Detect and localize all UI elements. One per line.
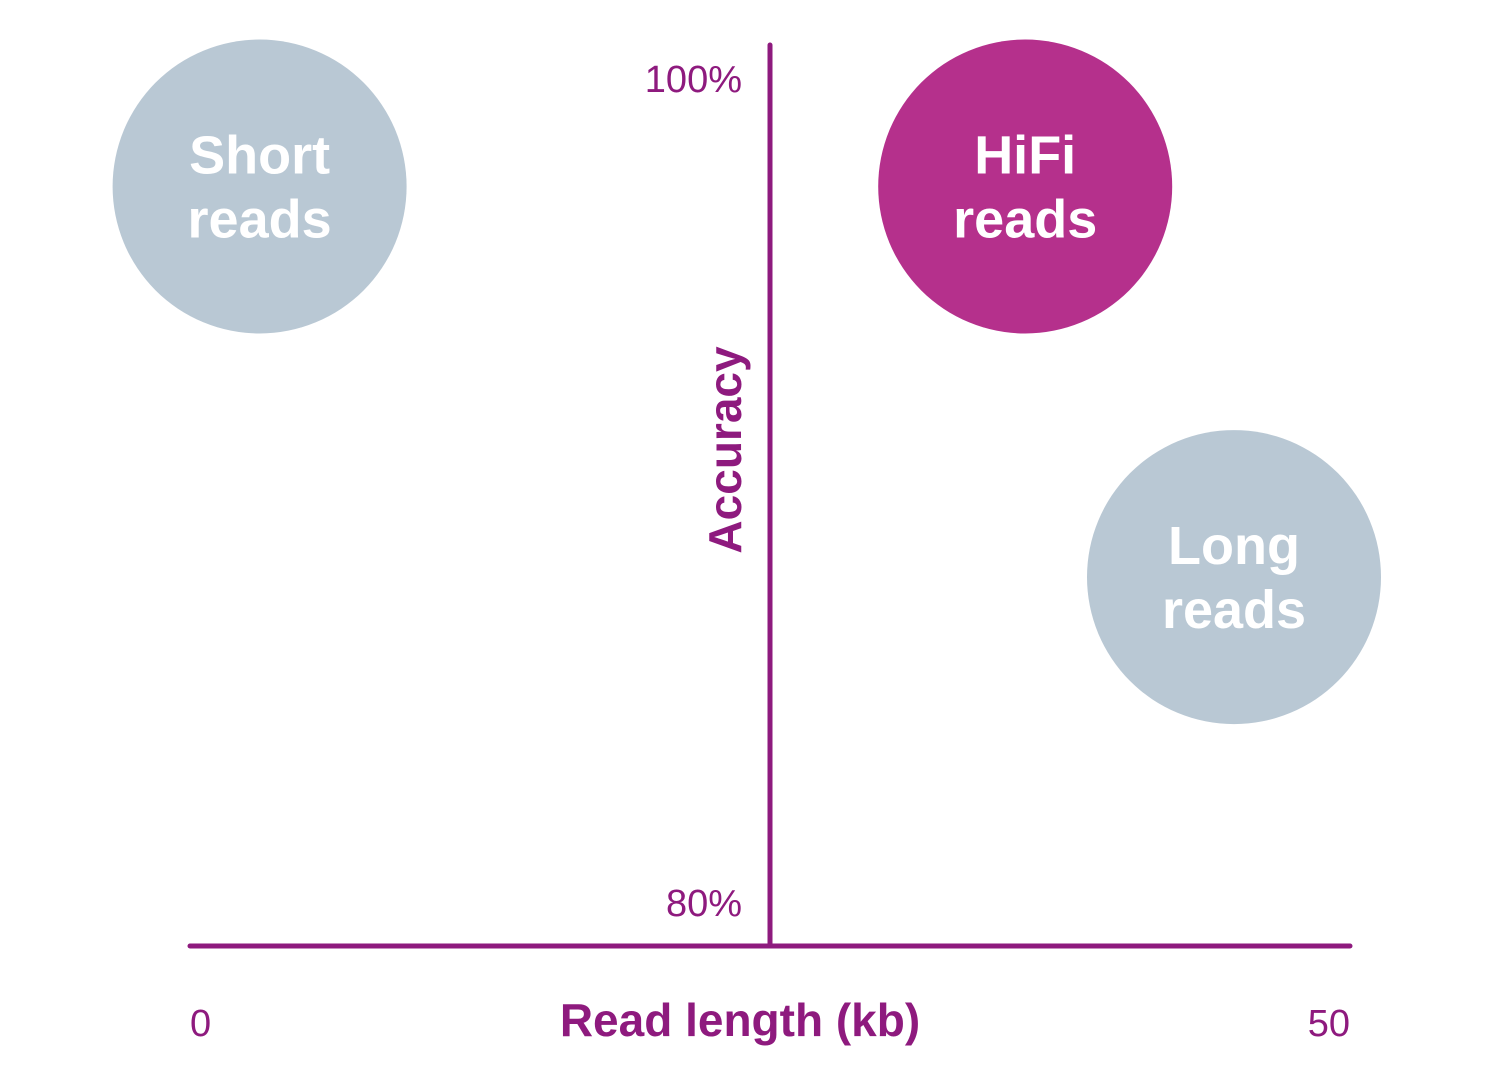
bubble-long-reads — [1087, 430, 1381, 725]
bubble-hifi-reads — [878, 39, 1173, 334]
x-tick-label-left: 0 — [190, 1003, 211, 1045]
bubble-short-reads — [112, 39, 407, 334]
y-tick-label-top: 100% — [645, 59, 742, 101]
bubble-label-hifi-reads-line-2: reads — [953, 190, 1097, 250]
x-tick-label-right: 50 — [1308, 1003, 1350, 1045]
bubble-label-short-reads-line-2: reads — [188, 190, 332, 250]
y-axis-title: Accuracy — [699, 346, 751, 554]
bubble-label-short-reads-line-1: Short — [189, 126, 330, 186]
x-axis-title: Read length (kb) — [560, 994, 920, 1046]
bubble-label-long-reads-line-2: reads — [1162, 580, 1306, 640]
bubble-label-long-reads-line-1: Long — [1168, 516, 1300, 576]
y-tick-label-bottom: 80% — [666, 883, 742, 925]
bubble-label-hifi-reads-line-1: HiFi — [974, 126, 1076, 186]
